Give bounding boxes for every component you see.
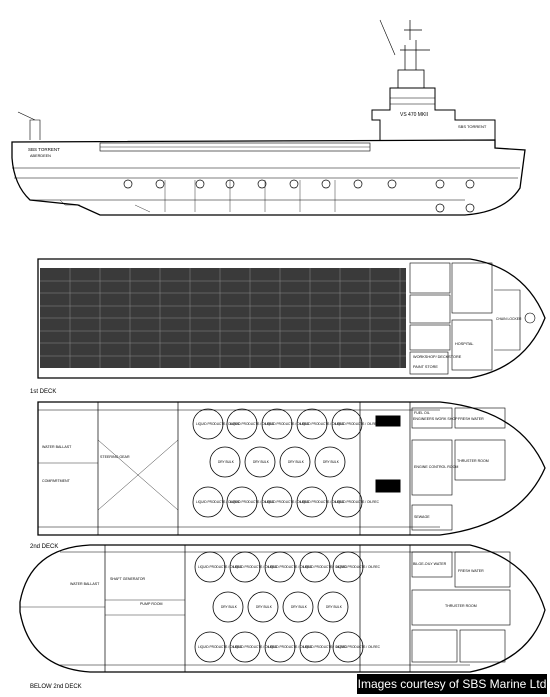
deck2-room: FRESH WATER — [458, 417, 484, 421]
deck3-tank-labels: LIQUID PRODUCTS / OILREC LIQUID PRODUCTS… — [198, 565, 381, 649]
tank-label: LIQUID PRODUCTS / OILREC — [336, 565, 381, 569]
deck2-rooms: ENGINEERS WORK SHOP ENGINE CONTROL ROOM … — [42, 411, 489, 519]
tank-label: DRY BULK — [221, 605, 238, 609]
tank-label: DRY BULK — [253, 460, 270, 464]
tank-label: DRY BULK — [288, 460, 305, 464]
tank-label: LIQUID PRODUCTS / OILREC — [230, 500, 275, 504]
deck3-room: BILGE-OILY WATER — [413, 562, 447, 566]
tank-label: DRY BULK — [291, 605, 308, 609]
deck1-room: HOSPITAL — [455, 342, 474, 346]
deck2-plan — [37, 401, 546, 536]
deck1-room: PAINT STORE — [413, 365, 438, 369]
ship-port: ABERDEEN — [30, 154, 51, 158]
tank-label: LIQUID PRODUCTS / OILREC — [198, 645, 243, 649]
tank-label: LIQUID PRODUCTS / OILREC — [233, 565, 278, 569]
deck3-room: THRUSTER ROOM — [445, 604, 477, 608]
profile-view — [11, 19, 526, 216]
tank-label: LIQUID PRODUCTS / OILREC — [265, 422, 310, 426]
profile-labels: SBS TORRENT ABERDEEN VS 470 MKII SBS TOR… — [28, 112, 487, 158]
deck2-tank-labels: LIQUID PRODUCTS / OILREC LIQUID PRODUCTS… — [196, 422, 380, 504]
tank-label: DRY BULK — [256, 605, 273, 609]
tank-label: LIQUID PRODUCTS / OILREC — [300, 422, 345, 426]
deck1-caption: 1st DECK — [30, 389, 56, 395]
deck3-room: WATER BALLAST — [70, 582, 100, 586]
tank-label: LIQUID PRODUCTS / OILREC — [303, 645, 348, 649]
deck1-room: WORKSHOP/ DECKSTORE — [413, 355, 462, 359]
tank-label: LIQUID PRODUCTS / OILREC — [265, 500, 310, 504]
deck3-rooms: SHAFT GENERATOR PUMP ROOM FRESH WATER TH… — [70, 562, 484, 608]
deck2-room: THRUSTER ROOM — [457, 459, 489, 463]
deck1-plan — [37, 258, 546, 379]
ship-name: SBS TORRENT — [28, 147, 60, 152]
tank-label: LIQUID PRODUCTS / OILREC — [230, 422, 275, 426]
tank-label: DRY BULK — [323, 460, 340, 464]
tank-label: LIQUID PRODUCTS / OILREC — [198, 565, 243, 569]
tank-label: LIQUID PRODUCTS / OILREC — [335, 500, 380, 504]
image-credit: Images courtesy of SBS Marine Ltd — [357, 674, 547, 694]
deck3-room: SHAFT GENERATOR — [110, 577, 146, 581]
deck2-room: FUEL OIL — [414, 411, 430, 415]
tank-label: DRY BULK — [218, 460, 235, 464]
deck1-room: CHAIN LOCKER — [496, 317, 522, 321]
tank-label: LIQUID PRODUCTS / OILREC — [268, 565, 313, 569]
deck2-room: SEWAGE — [414, 515, 430, 519]
bridge-label: VS 470 MKII — [400, 112, 428, 118]
tank-label: LIQUID PRODUCTS / OILREC — [196, 500, 241, 504]
tank-label: DRY BULK — [326, 605, 343, 609]
tank-label: LIQUID PRODUCTS / OILREC — [303, 565, 348, 569]
deck2-caption: 2nd DECK — [30, 544, 58, 550]
tank-label: LIQUID PRODUCTS / OILREC — [300, 500, 345, 504]
tank-label: LIQUID PRODUCTS / OILREC — [336, 645, 381, 649]
deck1-rooms: WORKSHOP/ DECKSTORE PAINT STORE HOSPITAL… — [413, 317, 522, 369]
tank-label: LIQUID PRODUCTS / OILREC — [233, 645, 278, 649]
deck-tag: SBS TORRENT — [458, 124, 487, 129]
deck3-plan — [19, 544, 546, 673]
deck3-room: FRESH WATER — [458, 569, 484, 573]
deck3-room: PUMP ROOM — [140, 602, 163, 606]
deck2-room: ENGINEERS WORK SHOP — [413, 417, 458, 421]
tank-label: LIQUID PRODUCTS / OILREC — [196, 422, 241, 426]
deck2-room: COMPARTMENT — [42, 479, 71, 483]
deck3-caption: BELOW 2nd DECK — [30, 684, 82, 690]
deck2-room: WATER BALLAST — [42, 445, 72, 449]
tank-label: LIQUID PRODUCTS / OILREC — [335, 422, 380, 426]
tank-label: LIQUID PRODUCTS / OILREC — [268, 645, 313, 649]
deck2-room: ENGINE CONTROL ROOM — [414, 465, 458, 469]
deck2-room: STEERING GEAR — [100, 455, 130, 459]
